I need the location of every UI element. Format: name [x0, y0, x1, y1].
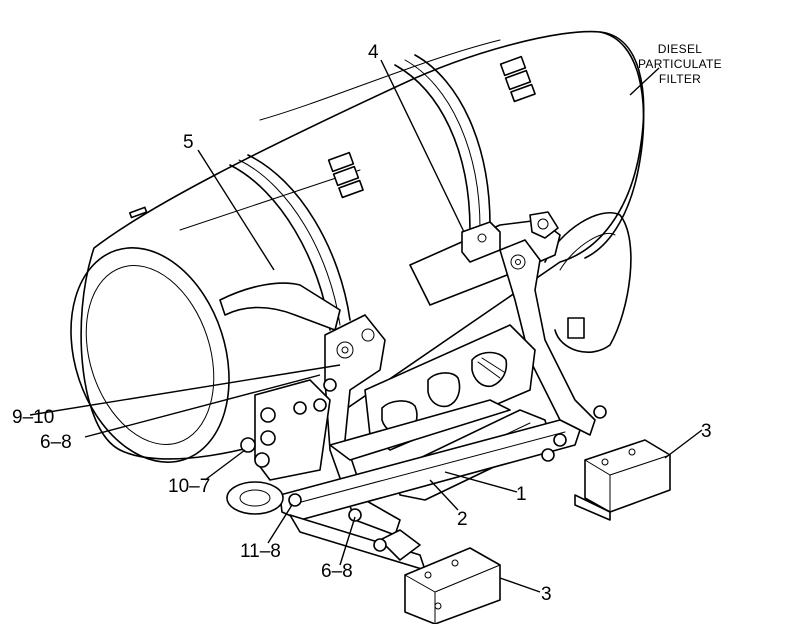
callout-3-bottom: 3 [541, 584, 552, 605]
leader-3-bottom [499, 577, 541, 593]
leader-lines [29, 59, 703, 593]
leader-2 [429, 479, 459, 511]
leader-1 [444, 471, 518, 493]
callout-2: 2 [457, 509, 468, 530]
leader-3-right [664, 429, 703, 459]
callout-1: 1 [516, 484, 527, 505]
mounting-cradle [219, 211, 607, 571]
leader-5 [197, 149, 275, 271]
leader-4 [380, 59, 465, 233]
callout-6-8-lower: 6–8 [321, 561, 353, 582]
callout-6-8-upper: 6–8 [40, 432, 72, 453]
leader-9-10 [29, 364, 341, 416]
dpf-label-line3: FILTER [659, 72, 701, 86]
mount-pad-right [574, 439, 671, 521]
callout-9-10: 9–10 [12, 407, 54, 428]
callout-3-right: 3 [701, 421, 712, 442]
leader-11-8 [267, 504, 293, 544]
dpf-canister [70, 30, 645, 463]
leader-dpf [629, 67, 660, 96]
callout-4: 4 [368, 42, 379, 63]
callout-10-7: 10–7 [168, 476, 210, 497]
leader-6-8-upper [84, 374, 321, 438]
leader-6-8-lower [339, 516, 356, 566]
callout-labels: DIESEL PARTICULATE FILTER 4 5 9–10 6–8 1… [12, 42, 722, 605]
leader-10-7 [204, 449, 246, 481]
mount-pad-bottom [404, 547, 501, 624]
dpf-label-line1: DIESEL [658, 42, 703, 56]
callout-11-8: 11–8 [240, 541, 281, 562]
dpf-label-line2: PARTICULATE [638, 57, 722, 71]
callout-5: 5 [183, 132, 194, 153]
